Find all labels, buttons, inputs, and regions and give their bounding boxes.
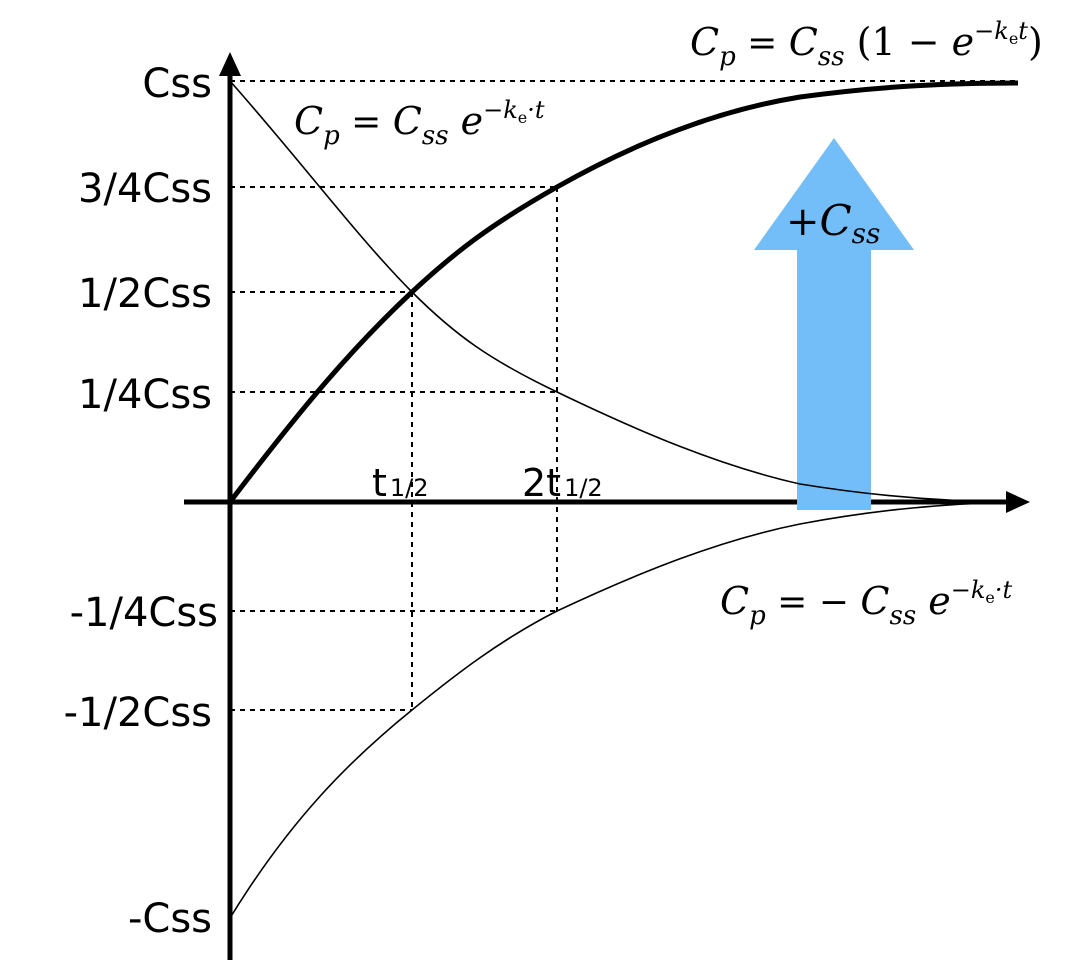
eq-neg-c-sub: ss xyxy=(889,601,916,631)
axes xyxy=(184,52,1030,960)
arrow-plus: + xyxy=(786,199,820,245)
svg-text:Cp = Css (1 − e−ket): Cp = Css (1 − e−ket) xyxy=(690,17,1043,72)
guide-lines xyxy=(230,80,1018,711)
x-tick-two-t-half-main: 2t xyxy=(522,461,561,505)
equation-rising: Cp = Css (1 − e−ket) xyxy=(690,17,1043,72)
y-tick-css: Css xyxy=(142,61,212,107)
eq-decay-exp-pre: −k xyxy=(483,96,518,124)
shift-arrow: +Css xyxy=(754,138,914,510)
shift-arrow-shape xyxy=(754,138,914,510)
eq-neg-eq: = − xyxy=(766,582,861,623)
eq-rising-close: ) xyxy=(1028,20,1043,64)
eq-decay-e: e xyxy=(449,99,484,143)
eq-rising-exp-post: t xyxy=(1018,17,1028,45)
eq-rising-exp-sub: e xyxy=(1009,29,1018,48)
eq-decay-lhs-sub: p xyxy=(323,121,340,151)
eq-decay-c-sub: ss xyxy=(422,121,449,151)
eq-rising-eq: = xyxy=(736,23,789,64)
eq-neg-lhs-sub: p xyxy=(749,601,766,631)
arrow-c-sub: ss xyxy=(852,217,881,250)
svg-text:Cp = Css e−ke·t: Cp = Css e−ke·t xyxy=(294,96,545,151)
eq-decay-lhs: C xyxy=(294,99,323,143)
arrow-c: C xyxy=(820,196,852,245)
decay-curve xyxy=(229,80,1019,503)
curves xyxy=(228,80,1019,919)
negative-curve xyxy=(229,501,1019,919)
y-tick-neg-css: -Css xyxy=(128,896,212,942)
eq-rising-lhs: C xyxy=(690,20,719,64)
eq-decay-exp-post: ·t xyxy=(527,96,545,124)
eq-rising-e: e xyxy=(952,20,975,64)
y-tick-quarter: 1/4Css xyxy=(78,372,212,418)
eq-rising-c-sub: ss xyxy=(818,42,845,72)
eq-rising-open: (1 − xyxy=(845,20,952,64)
eq-neg-exp-post: ·t xyxy=(995,576,1013,604)
y-tick-three-quarter: 3/4Css xyxy=(78,166,212,212)
eq-decay-c: C xyxy=(393,99,422,143)
rising-curve xyxy=(228,80,1019,504)
y-tick-labels: Css 3/4Css 1/2Css 1/4Css -1/4Css -1/2Css… xyxy=(64,61,218,942)
shift-arrow-label: +Css xyxy=(786,196,880,250)
eq-rising-lhs-sub: p xyxy=(719,42,736,72)
y-tick-half: 1/2Css xyxy=(78,271,212,317)
eq-neg-exp-sub: e xyxy=(985,588,994,607)
equation-negative: Cp = − Css e−ke·t xyxy=(720,576,1013,631)
equation-decay: Cp = Css e−ke·t xyxy=(294,96,545,151)
eq-rising-exp-pre: −k xyxy=(974,17,1009,45)
y-tick-neg-half: -1/2Css xyxy=(64,690,212,736)
eq-rising-c: C xyxy=(789,20,818,64)
eq-decay-exp-sub: e xyxy=(518,108,527,127)
svg-text:Cp = − Css e−ke·t: Cp = − Css e−ke·t xyxy=(720,576,1013,631)
eq-decay-eq: = xyxy=(340,102,393,143)
y-axis-arrowhead xyxy=(219,52,241,76)
y-tick-neg-quarter: -1/4Css xyxy=(70,590,218,636)
eq-neg-e: e xyxy=(916,579,951,623)
eq-neg-c: C xyxy=(860,579,889,623)
x-tick-t-half-sub: 1/2 xyxy=(390,474,429,502)
x-tick-two-t-half-sub: 1/2 xyxy=(564,474,603,502)
eq-neg-exp-pre: −k xyxy=(951,576,986,604)
eq-neg-lhs: C xyxy=(720,579,749,623)
x-tick-t-half-main: t xyxy=(372,461,387,505)
